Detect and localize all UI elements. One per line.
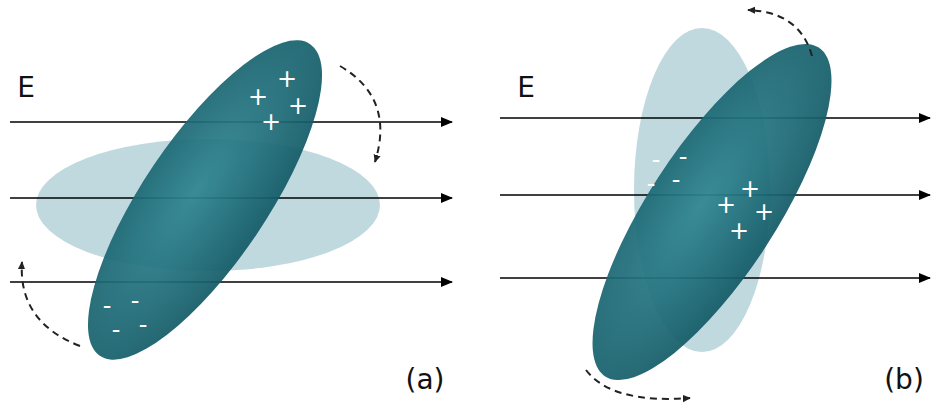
charge-sign: - — [672, 168, 681, 192]
charge-sign: + — [277, 67, 297, 91]
polarized-ellipse — [552, 13, 873, 411]
polarized-ellipse — [48, 9, 361, 390]
rotation-arrow — [586, 370, 690, 399]
charge-sign: + — [248, 85, 268, 109]
rotation-arrow — [340, 66, 380, 162]
field-line — [10, 281, 452, 283]
panel-a — [10, 9, 452, 390]
panel-label: (b) — [884, 366, 924, 394]
rotation-arrow — [22, 262, 80, 346]
charge-sign: - — [112, 318, 121, 342]
charge-sign: - — [139, 313, 148, 337]
rotation-arrow — [748, 10, 812, 56]
charge-sign: + — [740, 177, 760, 201]
charge-sign: - — [647, 172, 656, 196]
charge-sign: - — [103, 294, 112, 318]
charge-sign: + — [716, 193, 736, 217]
charge-sign: + — [729, 219, 749, 243]
charge-sign: + — [288, 94, 308, 118]
panel-b — [500, 10, 930, 411]
panel-label: (a) — [405, 366, 444, 394]
charge-sign: - — [652, 148, 661, 172]
charge-sign: + — [754, 200, 774, 224]
charge-sign: - — [131, 289, 140, 313]
field-label: E — [17, 74, 35, 102]
charge-sign: - — [679, 145, 688, 169]
field-label: E — [517, 74, 535, 102]
charge-sign: + — [261, 110, 281, 134]
